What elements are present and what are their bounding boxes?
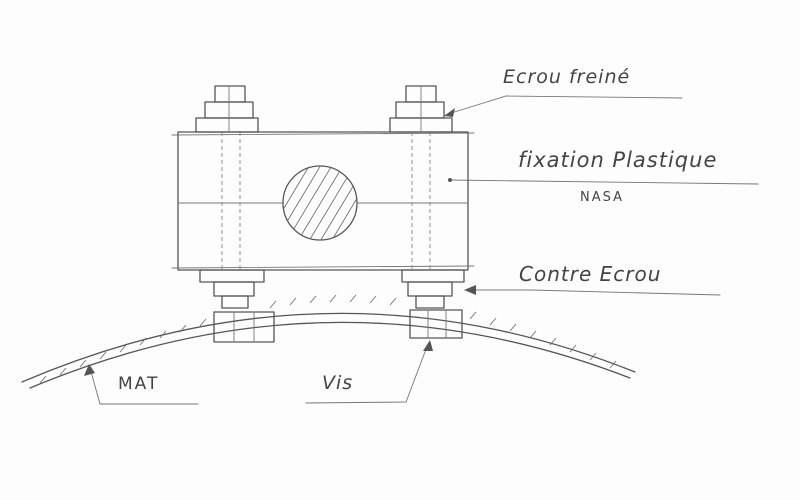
top-nut-right	[389, 85, 453, 133]
label-contre-ecrou: Contre Ecrou	[519, 262, 662, 286]
leader-fixation	[448, 178, 759, 185]
label-ecrou-freine: Ecrou freiné	[503, 66, 631, 88]
label-vis: Vis	[322, 372, 354, 394]
leader-ecrou-freine	[444, 95, 683, 117]
top-nut-left	[195, 85, 259, 133]
leader-mat	[84, 364, 199, 405]
label-nasa: NASA	[580, 190, 625, 205]
bottom-nut-left	[199, 269, 275, 343]
leader-contre-ecrou	[464, 285, 721, 296]
leader-vis	[305, 340, 433, 404]
mast	[21, 294, 636, 389]
bottom-nut-right	[401, 269, 465, 339]
plastic-block	[171, 131, 475, 271]
label-fixation-plastique: fixation Plastique	[518, 148, 718, 172]
label-mat: MAT	[118, 374, 160, 394]
